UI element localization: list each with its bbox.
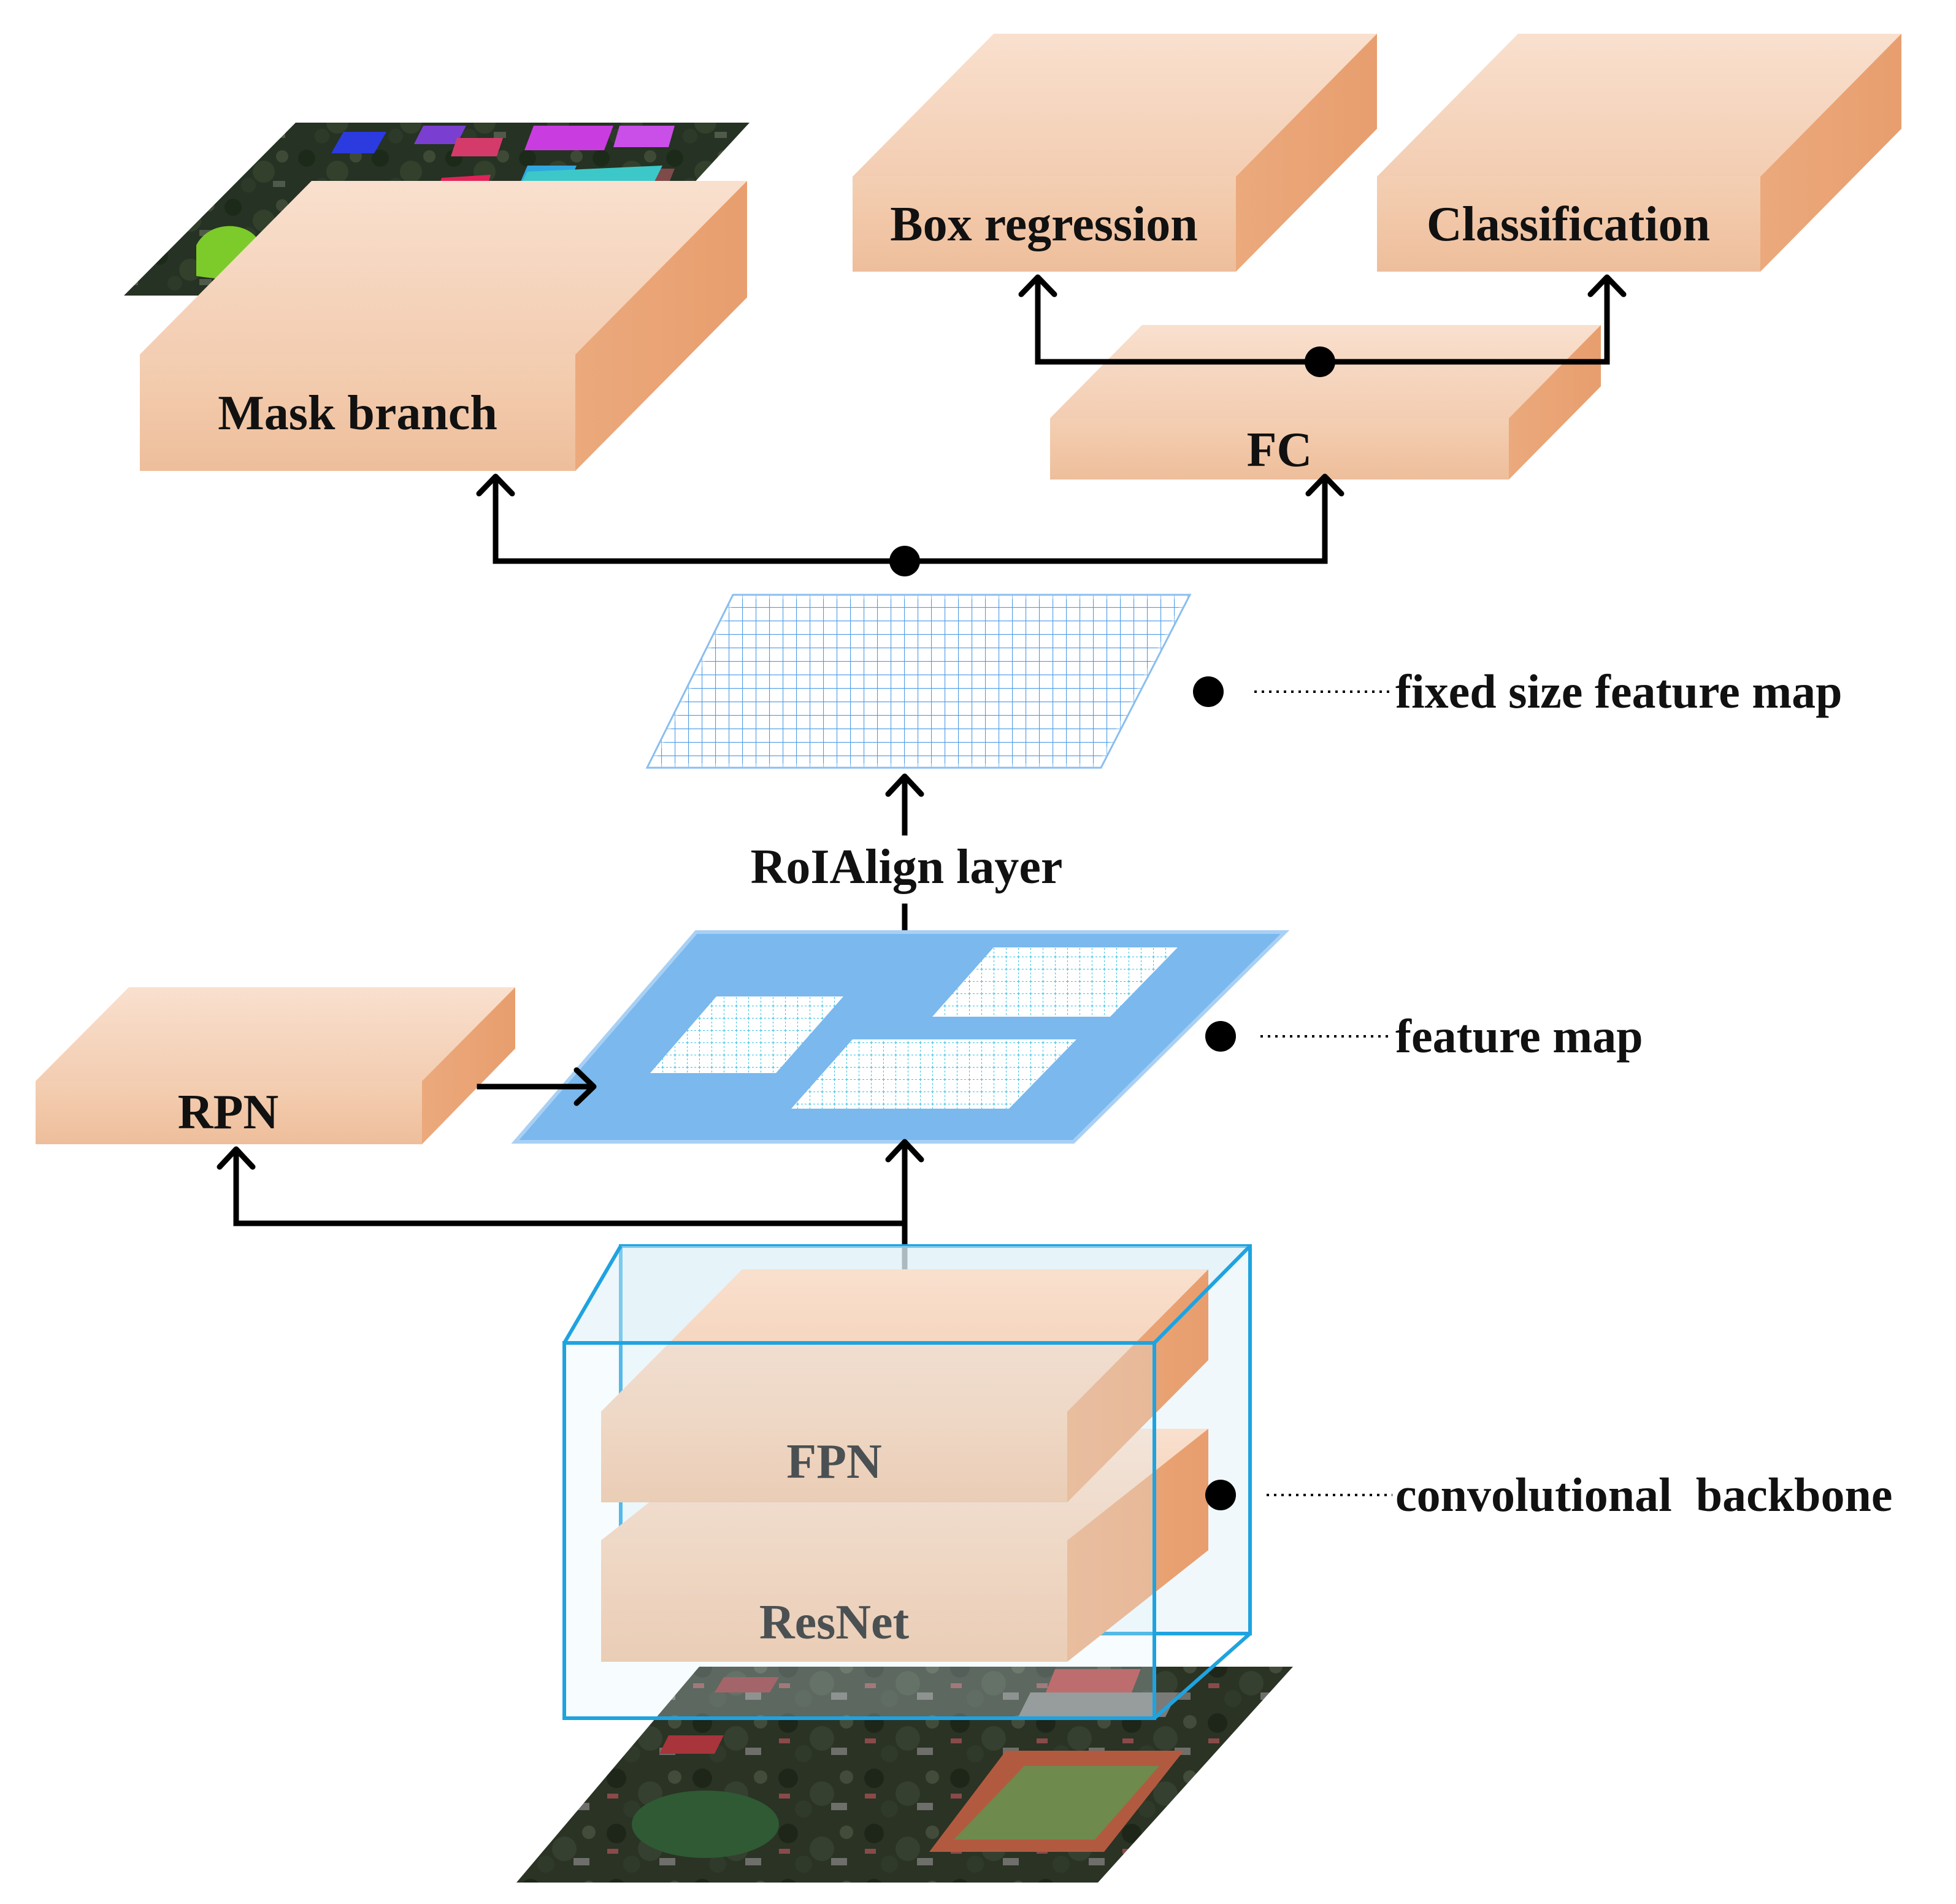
classification-label: Classification	[1427, 197, 1710, 251]
roialign-label: RoIAlign layer	[751, 840, 1063, 894]
box-regression-label: Box regression	[890, 197, 1197, 251]
legend-dot	[1205, 1480, 1236, 1510]
legend-feature-map: feature map	[1205, 1009, 1643, 1063]
roi-region-3	[791, 1039, 1076, 1109]
roialign-arrow	[885, 773, 924, 836]
fixed-size-feature-map-grid	[640, 591, 1197, 772]
backbone-output-arrows	[217, 1139, 924, 1272]
backbone-frame-front	[562, 1244, 1252, 1720]
fpn-box: FPN	[601, 1269, 1208, 1502]
rpn-label: RPN	[178, 1085, 278, 1139]
classification-box: Classification	[1377, 34, 1901, 272]
legend-label-fixed-size-feature-map: fixed size feature map	[1395, 665, 1843, 718]
legend-dot	[1205, 1021, 1236, 1052]
box-regression-box: Box regression	[853, 34, 1377, 272]
legend-fixed-size-feature-map: fixed size feature map	[1193, 665, 1843, 718]
legend-label-feature-map: feature map	[1395, 1009, 1643, 1063]
roi-region-1	[650, 996, 843, 1073]
fc-label: FC	[1247, 423, 1313, 477]
fc-to-heads-arrows	[1018, 274, 1627, 377]
roi-to-heads-arrows	[476, 473, 1344, 576]
resnet-label: ResNet	[759, 1596, 910, 1650]
legend-convolutional-backbone: convolutional backbone	[1205, 1468, 1893, 1521]
feature-map-plane	[511, 930, 1290, 1144]
fc-split-node	[1305, 346, 1335, 377]
input-image	[516, 1667, 1293, 1883]
mask-branch-box: Mask branch	[140, 181, 747, 471]
rpn-box: RPN	[36, 987, 515, 1144]
roi-region-2	[932, 947, 1178, 1017]
roi-split-node	[889, 546, 920, 576]
fpn-label: FPN	[786, 1435, 882, 1489]
legend-dot	[1193, 676, 1224, 707]
mask-branch-label: Mask branch	[218, 386, 497, 440]
legend-label-convolutional-backbone: convolutional backbone	[1395, 1468, 1893, 1521]
rpn-to-feature-map-arrow	[477, 1067, 597, 1106]
